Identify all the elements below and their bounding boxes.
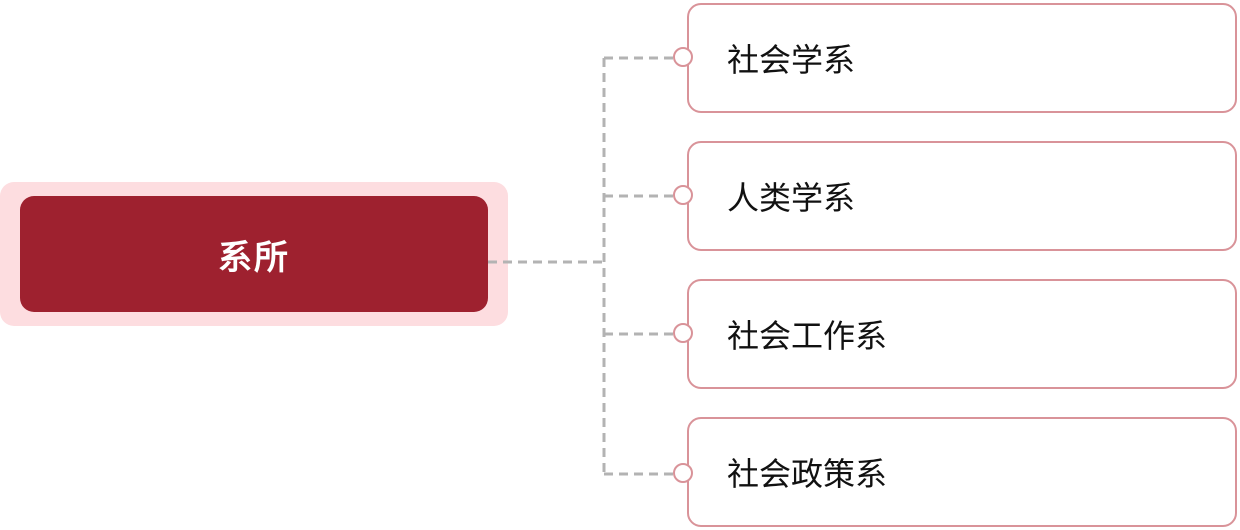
- child-node-label: 社会学系: [727, 41, 856, 79]
- root-node-label: 系所: [218, 237, 290, 278]
- child-node-4[interactable]: 社会政策系: [687, 417, 1237, 527]
- connector-dot-3: [673, 323, 693, 343]
- root-node[interactable]: 系所: [20, 196, 488, 312]
- connector-dot-4: [673, 463, 693, 483]
- child-node-label: 社会工作系: [727, 317, 888, 355]
- child-node-2[interactable]: 人类学系: [687, 141, 1237, 251]
- connector-dot-2: [673, 185, 693, 205]
- child-node-3[interactable]: 社会工作系: [687, 279, 1237, 389]
- connector-dot-1: [673, 47, 693, 67]
- child-node-label: 社会政策系: [727, 455, 888, 493]
- child-node-label: 人类学系: [727, 179, 856, 217]
- child-node-1[interactable]: 社会学系: [687, 3, 1237, 113]
